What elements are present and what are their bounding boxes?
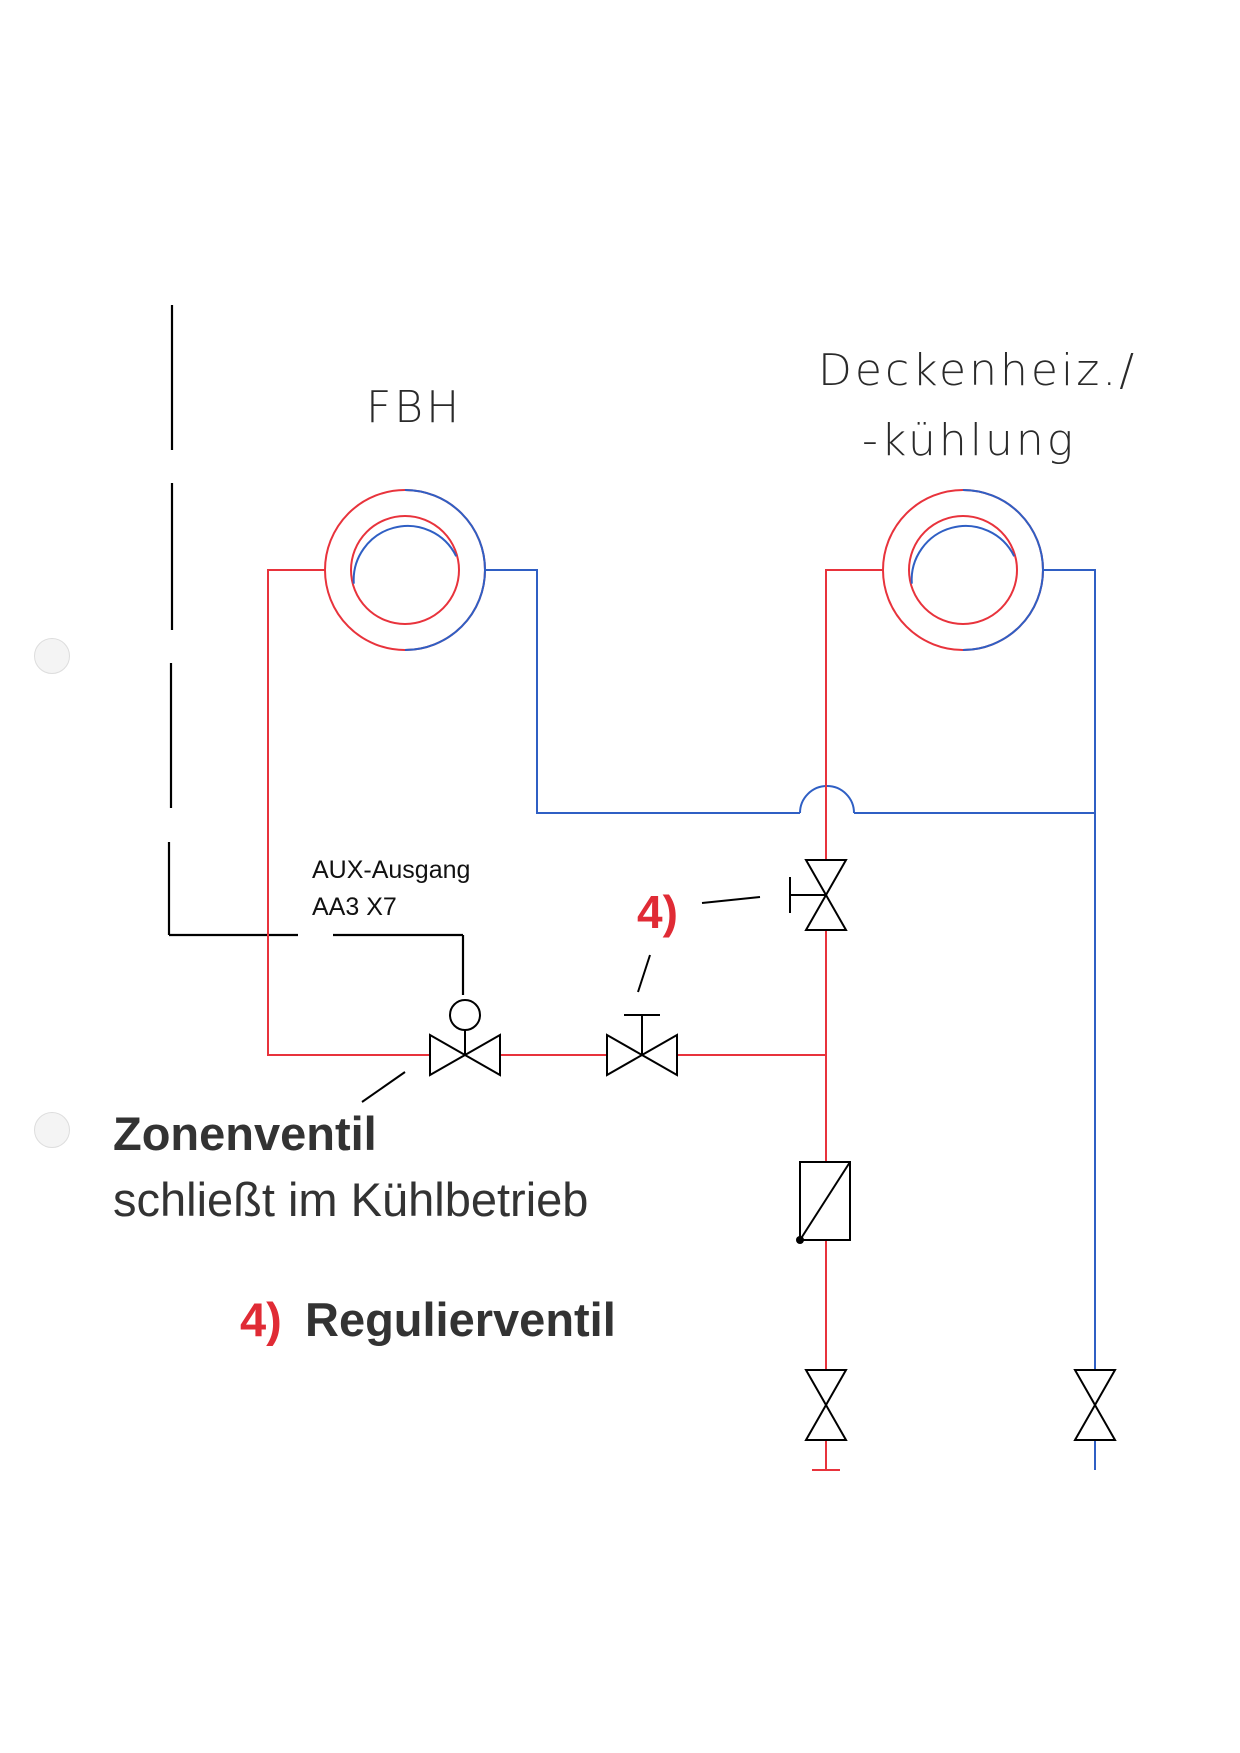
legend-text: Regulierventil [305,1293,616,1346]
ceiling-label-line2: -kühlung [862,415,1077,466]
control-line-dashed [167,305,465,995]
ceiling-circuit [812,489,1096,1471]
fbh-label: FBH [366,382,463,433]
shutoff-valve-return [1073,1369,1117,1441]
regulating-valve-vertical [789,859,848,931]
zone-valve [429,999,501,1077]
regulating-valve-leader-2 [701,896,761,904]
filter-symbol [796,1161,851,1244]
aux-output-label-line1: AUX-Ausgang [312,856,471,884]
ceiling-label-line1: Deckenheiz./ [818,345,1138,396]
regulating-valve-ref: 4) [637,886,678,938]
regulating-valve-leader-1 [637,954,651,993]
regulating-valve-horizontal [606,1014,678,1077]
punch-hole-bottom [34,1112,70,1148]
legend-number: 4) [240,1293,282,1346]
zone-valve-title: Zonenventil [113,1107,377,1160]
zone-valve-description: schließt im Kühlbetrieb [113,1173,589,1226]
punch-hole-top [34,638,70,674]
aux-output-label-line2: AA3 X7 [312,893,397,921]
fbh-circuit [267,489,1095,1056]
ceiling-coil-inner [908,515,1018,625]
zone-valve-leader [361,1071,406,1103]
zone-valve-actuator-icon [449,999,481,1031]
fbh-coil-outer-blue [404,489,486,651]
fbh-coil-inner [350,515,460,625]
shutoff-valve-supply [804,1369,848,1441]
